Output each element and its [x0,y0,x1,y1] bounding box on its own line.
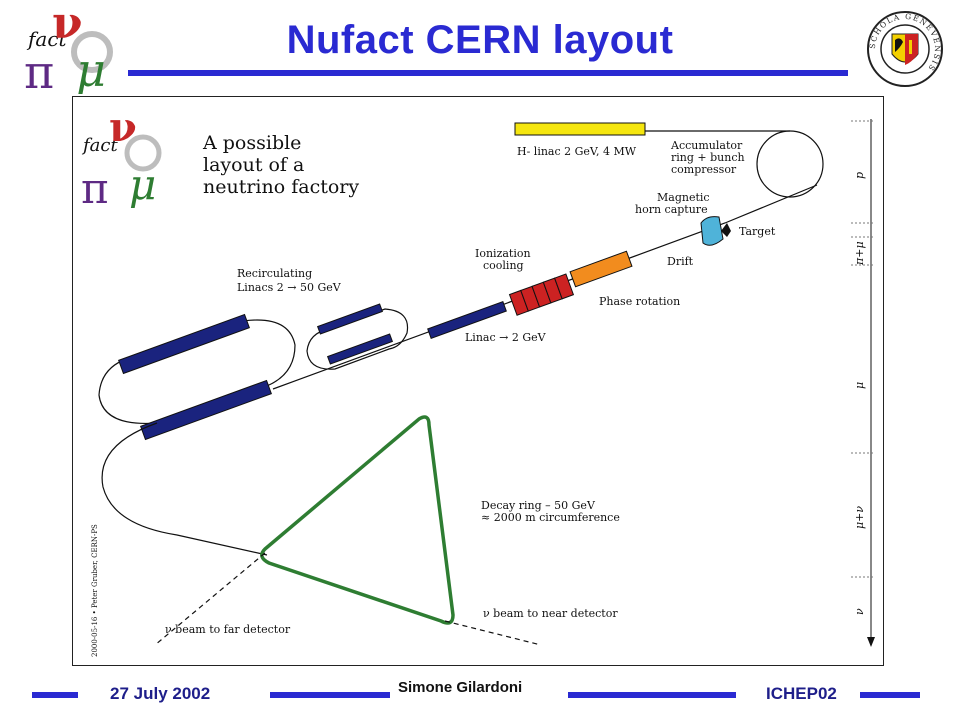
diagram-logo-mu-text: μ [129,160,156,209]
footer-rule-mid-right [568,692,736,698]
footer-rule-left [32,692,78,698]
horn-label-1: Magnetic [657,191,710,204]
large-linac-upper [118,313,250,375]
ionization-cooling-block [508,273,575,316]
linac-label: Linac → 2 GeV [465,331,547,344]
small-recirculating-loop [306,308,409,370]
logo-pi-text: π [24,45,54,94]
neutrino-factory-diagram: fact ν π μ A possible layout of a neutri… [81,104,875,657]
credit-text: 2000-05-16 • Peter Gruber, CERN-PS [91,524,99,657]
scale-label-pi-mu: π+μ [853,241,866,266]
linac-2gev-bar [427,300,507,340]
diagram-heading-line-2: layout of a [203,154,304,176]
decay-ring-label-1: Decay ring – 50 GeV [481,499,596,512]
large-linac-lower [140,379,272,441]
diagram-logo-pi-text: π [81,164,109,213]
university-seal: SCHOLA GENEVENSIS [867,11,943,87]
small-linac-upper [316,303,384,335]
scale-label-nu: ν [853,608,866,615]
large-recirculating-loop [98,319,296,425]
seal-key-icon [909,40,912,54]
logo-nu-text: ν [52,2,83,49]
near-beam-label: ν beam to near detector [483,607,618,620]
target-label: Target [739,225,776,238]
logo-fact-text: fact [26,27,68,51]
recirculating-label-2: Linacs 2 → 50 GeV [237,281,342,294]
drift-label: Drift [667,255,694,268]
accumulator-label-2: ring + bunch [671,151,745,164]
decay-ring-label-2: ≈ 2000 m circumference [481,511,620,524]
seal-eagle-icon [895,38,903,52]
near-beam-line [444,620,542,646]
diagram-frame: fact ν π μ A possible layout of a neutri… [72,96,884,666]
scale-arrow-icon [867,637,875,647]
main-beamline [272,184,818,390]
scale-label-mu: μ [853,382,866,389]
phase-rotation-block [569,250,633,288]
title-underline [128,70,848,76]
h-linac-bar [514,122,646,136]
diagram-logo-nu-text: ν [109,104,137,151]
recirculating-label-1: Recirculating [237,267,312,280]
scale-label-p: p [853,172,866,179]
target-shape [721,223,731,237]
footer-rule-right [860,692,920,698]
nufact-logo: fact ν π μ [24,2,113,94]
footer-author: Simone Gilardoni [398,679,523,696]
h-linac-label: H- linac 2 GeV, 4 MW [517,145,637,158]
diagram-logo-fact-text: fact [81,135,118,156]
diagram-heading-line-1: A possible [202,132,301,154]
footer-rule-mid-left [270,692,390,698]
horn-capture-shape [700,216,724,246]
ionization-label-1: Ionization [475,247,531,260]
accumulator-label-3: compressor [671,163,737,176]
diagram-heading-line-3: neutrino factory [203,176,359,198]
scale-label-mu-nu: μ+ν [853,506,866,529]
small-linac-lower [326,333,394,365]
logo-mu-text: μ [76,43,106,94]
transfer-line [101,422,268,556]
logo-ring-shape [71,31,113,73]
far-beam-line [154,552,266,646]
decay-ring-shape [260,415,455,625]
horn-label-2: horn capture [635,203,708,216]
page-title: Nufact CERN layout [286,18,674,62]
ionization-label-2: cooling [483,259,524,272]
phase-rotation-label: Phase rotation [599,295,680,308]
diagram-logo-ring-shape [124,134,162,172]
footer-date: 27 July 2002 [110,684,211,703]
footer-conference: ICHEP02 [766,684,837,703]
diagram-logo: fact ν π μ [81,104,162,213]
accumulator-label-1: Accumulator [670,139,743,152]
far-beam-label: ν beam to far detector [165,623,291,636]
